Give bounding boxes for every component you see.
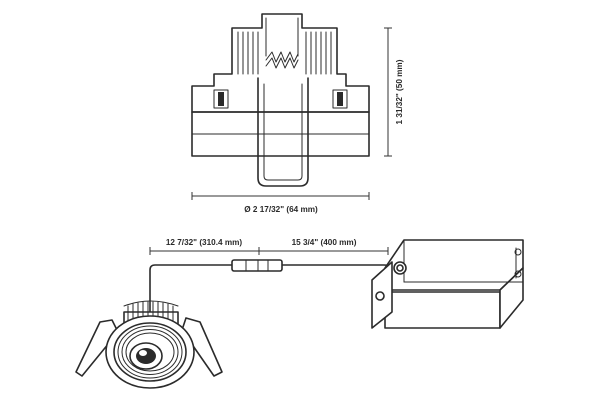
cable-dimensions: 12 7/32" (310.4 mm) 15 3/4" (400 mm) bbox=[149, 238, 389, 255]
height-dimension: 1 31/32" (50 mm) bbox=[384, 27, 404, 157]
cable-driver-length-label: 15 3/4" (400 mm) bbox=[292, 238, 357, 247]
spring-bracket bbox=[257, 77, 309, 187]
left-spring-clip bbox=[75, 319, 119, 377]
diameter-label: Ø 2 17/32" (64 mm) bbox=[244, 205, 318, 214]
cable bbox=[149, 259, 405, 313]
diameter-dimension: Ø 2 17/32" (64 mm) bbox=[191, 192, 370, 214]
height-label: 1 31/32" (50 mm) bbox=[395, 59, 404, 124]
heat-sink bbox=[191, 13, 370, 113]
spring-coil bbox=[265, 51, 299, 63]
cable-fixture-length-label: 12 7/32" (310.4 mm) bbox=[166, 238, 243, 247]
fixture-perspective bbox=[75, 300, 223, 389]
heat-sink-fins bbox=[237, 17, 332, 75]
downlight-side-view bbox=[191, 13, 370, 187]
driver-box bbox=[371, 239, 524, 329]
cable-connector bbox=[231, 259, 283, 272]
